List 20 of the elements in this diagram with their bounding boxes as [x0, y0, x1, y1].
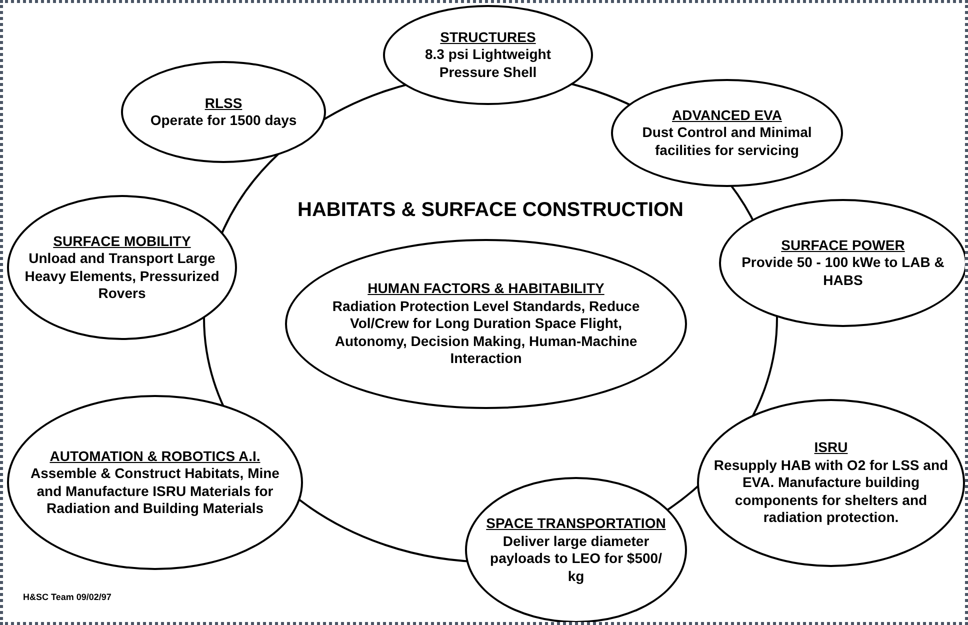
ellipse-text: 8.3 psi Lightweight Pressure Shell — [424, 46, 552, 82]
ellipse-text: Resupply HAB with O2 for LSS and EVA. Manufacture building components for shelters and radiation protection. — [712, 456, 950, 527]
ellipse-heading: ADVANCED EVA — [672, 106, 782, 124]
ring-title: HABITATS & SURFACE CONSTRUCTION — [296, 198, 684, 223]
ellipse-text: Deliver large diameter payloads to LEO for $500/ kg — [489, 532, 663, 585]
ellipse-text: Operate for 1500 days — [150, 112, 297, 130]
ellipse-heading: SURFACE MOBILITY — [53, 232, 191, 250]
ellipse-heading: SPACE TRANSPORTATION — [486, 515, 666, 532]
ellipse-text: Radiation Protection Level Standards, Reduce Vol/Crew for Long Duration Space Flight, Autonomy, Decision Making, Human-Machine Interaction — [331, 298, 641, 368]
ellipse-text: Dust Control and Minimal facilities for servicing — [641, 124, 813, 160]
ellipse-text: Assemble & Construct Habitats, Mine and Manufacture ISRU Materials for Radiation and Building Materials — [30, 465, 280, 518]
ellipse-heading: SURFACE POWER — [781, 236, 905, 254]
ellipse-heading: HUMAN FACTORS & HABITABILITY — [368, 280, 604, 298]
ellipse-heading: ISRU — [814, 439, 848, 457]
ellipse-heading: RLSS — [204, 94, 242, 112]
ellipse-text: Provide 50 - 100 kWe to LAB & HABS — [740, 254, 946, 290]
ellipse-text: Unload and Transport Large Heavy Elements, Pressurized Rovers — [24, 250, 220, 302]
ellipse-heading: AUTOMATION & ROBOTICS A.I. — [50, 448, 260, 465]
footer-note: H&SC Team 09/02/97 — [23, 591, 112, 604]
ellipse-heading: STRUCTURES — [440, 28, 536, 46]
